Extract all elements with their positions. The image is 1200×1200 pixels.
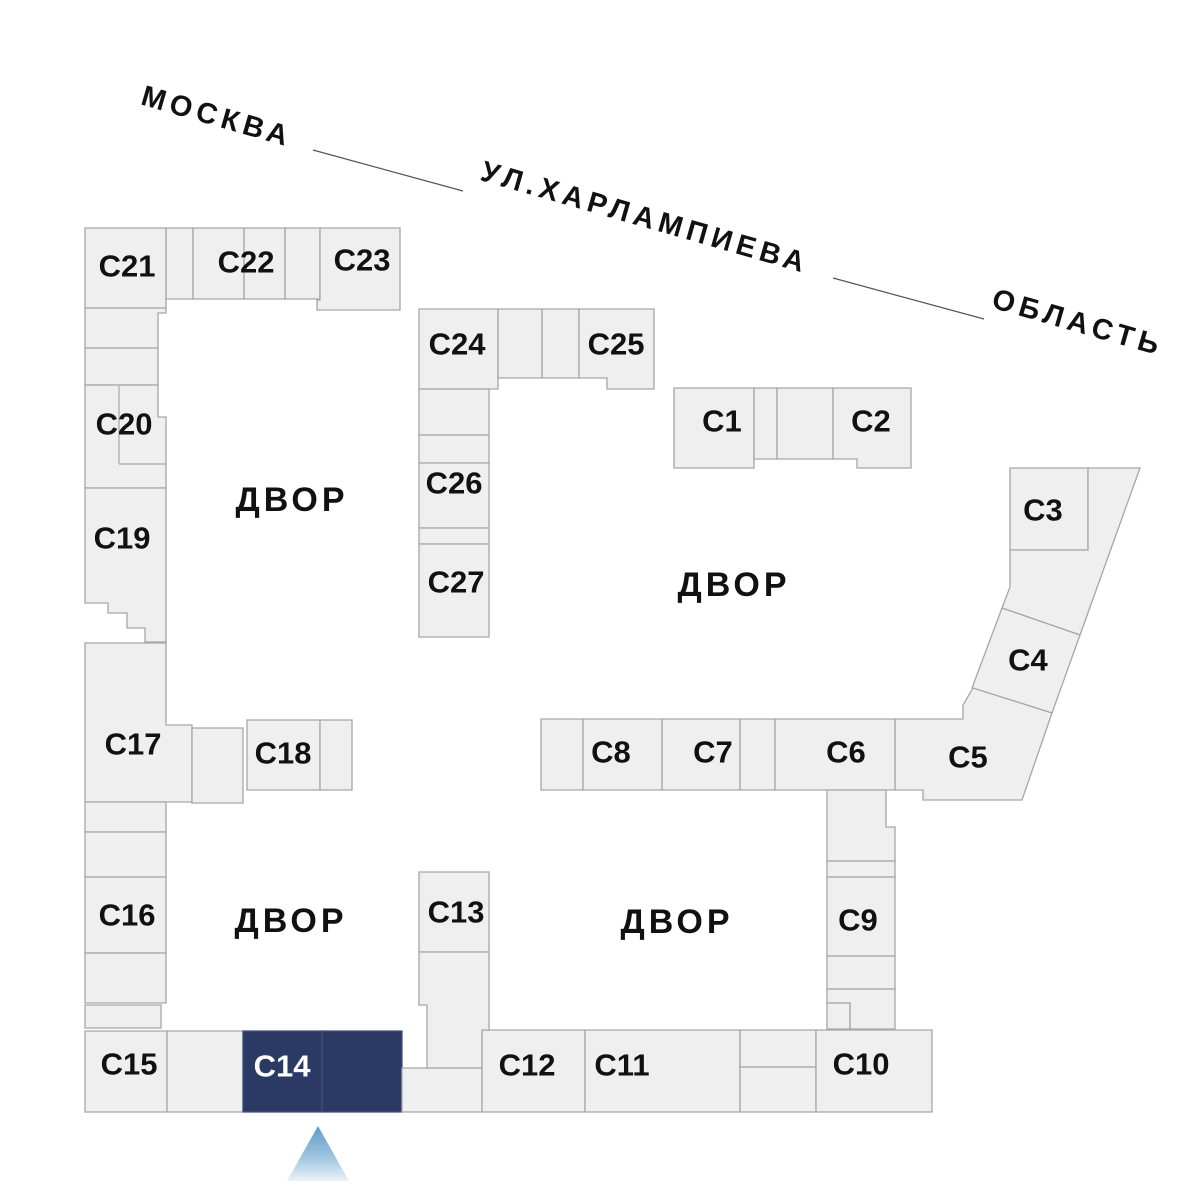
- street-axis-line: [312, 149, 464, 192]
- selected-building-marker-icon: [287, 1126, 349, 1181]
- block-cell: [826, 860, 896, 878]
- block-cell: [739, 718, 776, 791]
- block-c1[interactable]: [673, 387, 755, 469]
- block-c26-label: С26: [426, 466, 483, 501]
- block-cell: [84, 307, 167, 349]
- block-c13-label: С13: [428, 895, 485, 930]
- block-cell: [321, 1030, 403, 1113]
- block-c7-label: С7: [693, 735, 733, 770]
- block-c19[interactable]: [84, 487, 167, 643]
- courtyard-label: ДВОР: [620, 903, 733, 941]
- block-c23-label: С23: [334, 243, 391, 278]
- block-c1-label: С1: [702, 404, 742, 439]
- block-c8-label: С8: [591, 735, 631, 770]
- block-cell: [826, 955, 896, 990]
- block-cell: [84, 801, 167, 833]
- block-c11-label: С11: [594, 1048, 649, 1083]
- block-cell: [84, 952, 167, 1004]
- block-c2-label: С2: [851, 404, 891, 439]
- block-c21-label: С21: [99, 249, 156, 284]
- block-c25[interactable]: [578, 308, 655, 390]
- block-c3-label: С3: [1023, 493, 1063, 528]
- marker-layer: [287, 1126, 349, 1181]
- block-c12-label: С12: [499, 1048, 556, 1083]
- block-cell: [84, 347, 159, 386]
- block-cell: [166, 1030, 244, 1113]
- block-c27-label: С27: [428, 565, 485, 600]
- block-c2[interactable]: [832, 387, 912, 469]
- block-cell: [418, 388, 490, 436]
- block-c25-label: С25: [588, 327, 645, 362]
- block-cell: [826, 1002, 851, 1030]
- block-c10[interactable]: [815, 1029, 933, 1113]
- block-c24-label: С24: [429, 327, 487, 362]
- block-cell: [284, 227, 321, 300]
- inner-lines-layer: [118, 386, 166, 465]
- courtyard-label: ДВОР: [235, 481, 348, 519]
- block-cell: [165, 227, 194, 300]
- block-cell: [826, 789, 896, 862]
- block-c6[interactable]: [774, 718, 896, 791]
- block-cell: [541, 308, 580, 379]
- block-cell: [84, 1004, 162, 1029]
- block-c19-label: С19: [94, 521, 151, 556]
- block-c5-label: С5: [948, 740, 988, 775]
- block-cell: [418, 951, 490, 1069]
- street-axis-line: [832, 277, 985, 320]
- block-c23[interactable]: [316, 227, 401, 311]
- block-cell: [540, 718, 584, 791]
- street-label: ОБЛАСТЬ: [989, 283, 1168, 363]
- block-cell: [418, 434, 490, 464]
- block-c17-label: С17: [105, 727, 162, 762]
- block-c18-label: С18: [255, 736, 312, 771]
- buildings-layer: [84, 227, 1141, 1113]
- courtyard-label: ДВОР: [234, 902, 347, 940]
- street-label: УЛ.ХАРЛАМПИЕВА: [477, 156, 813, 280]
- block-c17[interactable]: [84, 642, 193, 803]
- block-c14-label: С14: [254, 1049, 312, 1084]
- block-c22-label: С22: [218, 245, 275, 280]
- block-cell: [739, 1029, 817, 1068]
- block-cell: [1001, 467, 1141, 636]
- block-c24[interactable]: [418, 308, 499, 390]
- block-c27[interactable]: [418, 543, 490, 638]
- block-c9-label: С9: [838, 903, 878, 938]
- block-c15-label: С15: [101, 1047, 158, 1082]
- block-cell: [191, 727, 244, 804]
- block-c20-label: С20: [96, 407, 153, 442]
- block-cell: [401, 1067, 483, 1113]
- block-cell: [319, 719, 353, 791]
- block-c4-label: С4: [1008, 643, 1048, 678]
- block-cell: [84, 831, 167, 878]
- block-cell: [776, 387, 834, 460]
- street-label: МОСКВА: [138, 80, 297, 154]
- courtyard-label: ДВОР: [677, 566, 790, 604]
- block-c10-label: С10: [833, 1047, 890, 1082]
- block-c6-label: С6: [826, 735, 866, 770]
- block-cell: [497, 308, 543, 379]
- block-cell: [753, 387, 778, 460]
- block-c16-label: С16: [99, 898, 156, 933]
- block-cell: [418, 527, 490, 545]
- block-cell: [739, 1066, 817, 1113]
- block-c5[interactable]: [894, 687, 1053, 801]
